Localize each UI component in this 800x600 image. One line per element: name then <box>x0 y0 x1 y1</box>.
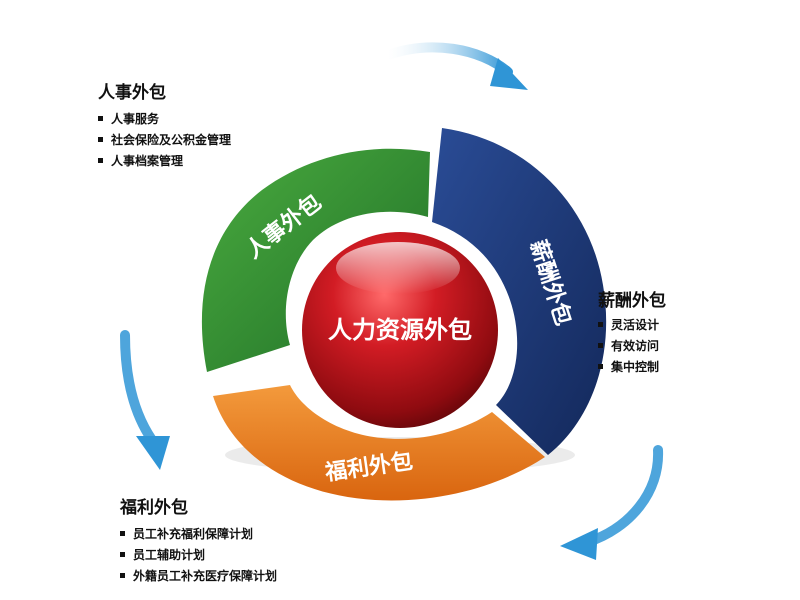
bullet-icon <box>598 343 603 348</box>
list-item: 灵活设计 <box>598 315 666 336</box>
list-item: 员工辅助计划 <box>120 545 277 566</box>
bullet-icon <box>120 552 125 557</box>
list-item-text: 灵活设计 <box>611 318 660 332</box>
segment-hr <box>201 148 430 372</box>
center-label: 人力资源外包 <box>328 316 472 344</box>
list-item: 外籍员工补充医疗保障计划 <box>120 566 277 587</box>
list-item: 员工补充福利保障计划 <box>120 524 277 545</box>
list-item: 社会保险及公积金管理 <box>98 130 231 151</box>
list-item: 有效访问 <box>598 336 666 357</box>
panel-hr-list: 人事服务 社会保险及公积金管理 人事档案管理 <box>98 109 231 172</box>
segment-welfare <box>213 385 545 501</box>
arrow-bottom-right <box>560 445 664 560</box>
bullet-icon <box>98 137 103 142</box>
bullet-icon <box>98 116 103 121</box>
panel-hr: 人事外包 人事服务 社会保险及公积金管理 人事档案管理 <box>98 78 231 172</box>
bullet-icon <box>120 531 125 536</box>
list-item: 人事服务 <box>98 109 231 130</box>
list-item-text: 人事档案管理 <box>111 154 184 168</box>
panel-welfare-title: 福利外包 <box>120 498 188 518</box>
bullet-icon <box>120 573 125 578</box>
panel-salary: 薪酬外包 灵活设计 有效访问 集中控制 <box>598 286 666 378</box>
bullet-icon <box>98 158 103 163</box>
list-item-text: 人事服务 <box>111 112 160 126</box>
list-item-text: 社会保险及公积金管理 <box>111 133 232 147</box>
list-item-text: 员工补充福利保障计划 <box>133 527 254 541</box>
list-item-text: 员工辅助计划 <box>133 548 206 562</box>
arrow-top-right <box>383 42 528 90</box>
list-item-text: 外籍员工补充医疗保障计划 <box>133 569 278 583</box>
arrow-left-down <box>120 330 170 470</box>
panel-hr-title: 人事外包 <box>98 83 166 103</box>
list-item-text: 集中控制 <box>611 360 660 374</box>
bullet-icon <box>598 364 603 369</box>
bullet-icon <box>598 322 603 327</box>
list-item-text: 有效访问 <box>611 339 660 353</box>
segment-salary <box>432 128 607 455</box>
list-item: 人事档案管理 <box>98 151 231 172</box>
panel-welfare: 福利外包 员工补充福利保障计划 员工辅助计划 外籍员工补充医疗保障计划 <box>120 493 277 587</box>
panel-welfare-list: 员工补充福利保障计划 员工辅助计划 外籍员工补充医疗保障计划 <box>120 524 277 587</box>
panel-salary-title: 薪酬外包 <box>598 291 666 311</box>
list-item: 集中控制 <box>598 357 666 378</box>
panel-salary-list: 灵活设计 有效访问 集中控制 <box>598 315 666 378</box>
